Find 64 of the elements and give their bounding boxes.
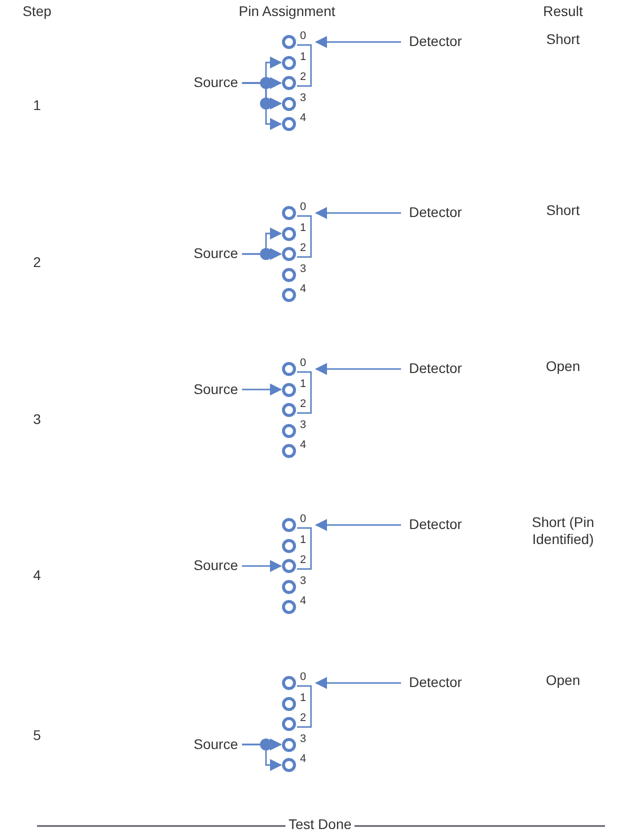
short-bracket-line (297, 685, 312, 728)
pin-number: 2 (300, 398, 306, 410)
pin-number: 2 (300, 712, 306, 724)
pin-number: 1 (300, 222, 306, 234)
pin-number: 4 (300, 283, 306, 295)
short-bracket-line (297, 527, 312, 570)
result-text: Short (545, 202, 581, 219)
source-label: Source (194, 557, 238, 573)
short-bracket-line (297, 44, 312, 87)
result-text: Short (545, 31, 581, 48)
pin-number: 1 (300, 534, 306, 546)
pin-number: 4 (300, 753, 306, 765)
pin-number: 2 (300, 554, 306, 566)
pin-number: 2 (300, 71, 306, 83)
step-number: 2 (33, 254, 41, 270)
short-bracket-line (297, 371, 312, 414)
arrow (242, 384, 282, 396)
arrow (315, 207, 401, 219)
source-label: Source (194, 245, 238, 261)
step-number: 3 (33, 411, 41, 427)
pin-number: 1 (300, 692, 306, 704)
pin-number: 0 (300, 30, 306, 42)
source-label: Source (194, 380, 238, 396)
arrow (315, 519, 401, 531)
detector-label: Detector (409, 516, 462, 532)
pin-number: 2 (300, 242, 306, 254)
detector-label: Detector (409, 33, 462, 49)
step-number: 4 (33, 567, 41, 583)
pin-number: 4 (300, 595, 306, 607)
result-text: Open (544, 672, 582, 689)
detector-label: Detector (409, 204, 462, 220)
column-header: Result (543, 3, 583, 19)
arrow (315, 677, 401, 689)
short-bracket-line (297, 215, 312, 258)
pin-number: 3 (300, 732, 306, 744)
result-text: Open (544, 358, 582, 375)
arrow (242, 82, 282, 130)
arrow (242, 744, 282, 771)
pin-number: 3 (300, 262, 306, 274)
arrow (242, 560, 282, 572)
pin-number: 0 (300, 357, 306, 369)
result-text: Short (Pin Identified) (530, 514, 596, 548)
column-header: Pin Assignment (238, 3, 336, 19)
pin-number: 3 (300, 418, 306, 430)
arrow (315, 36, 401, 48)
pin-number: 3 (300, 574, 306, 586)
column-header: Step (22, 3, 52, 19)
pin-number: 4 (300, 112, 306, 124)
detector-label: Detector (409, 674, 462, 690)
arrow (315, 363, 401, 375)
step-number: 1 (33, 97, 41, 113)
pin-number: 1 (300, 378, 306, 390)
pin-number: 1 (300, 50, 306, 62)
pin-number: 0 (300, 513, 306, 525)
source-label: Source (194, 736, 238, 752)
step-number: 5 (33, 727, 41, 743)
source-label: Source (194, 74, 238, 90)
pin-number: 4 (300, 439, 306, 451)
end-label: Test Done (285, 816, 355, 832)
arrow (242, 248, 282, 260)
pin-number: 0 (300, 201, 306, 213)
pin-number: 0 (300, 671, 306, 683)
pin-number: 3 (300, 92, 306, 104)
detector-label: Detector (409, 360, 462, 376)
